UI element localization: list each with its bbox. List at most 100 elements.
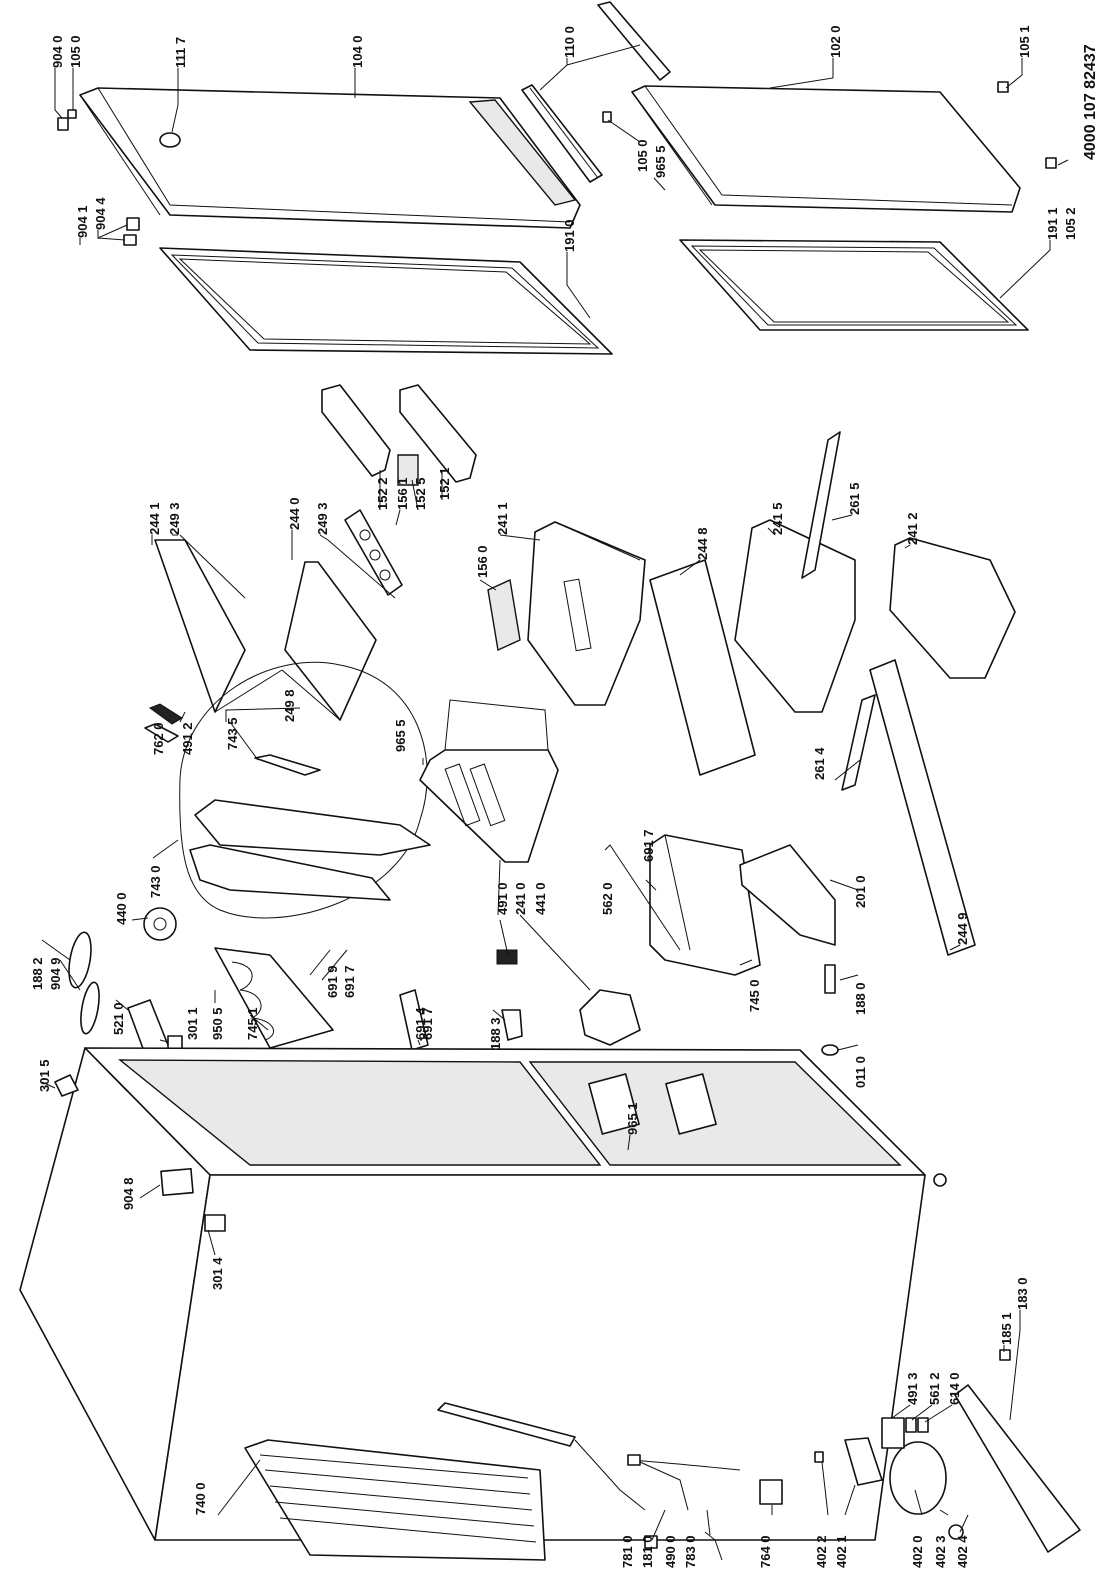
part-label: 105 0 <box>68 35 83 68</box>
drawer-part <box>419 699 559 863</box>
hinge-cover-part-d <box>54 1074 79 1097</box>
part-label: 301 1 <box>185 1007 200 1040</box>
grid-insert-part <box>487 578 521 652</box>
upper-door-part <box>79 87 581 229</box>
part-label: 241 5 <box>770 502 785 535</box>
part-label: 191 1 <box>1045 207 1060 240</box>
part-label: 111 7 <box>173 37 188 68</box>
hinge-cover-part-c <box>123 234 137 246</box>
part-label: 241 2 <box>905 512 920 545</box>
part-label: 965 5 <box>653 145 668 178</box>
small-clip-part <box>814 1451 824 1463</box>
part-label: 249 8 <box>282 689 297 722</box>
hinge-part-b <box>1045 157 1057 169</box>
part-label: 105 2 <box>1063 207 1078 240</box>
drain-tube-part <box>437 1402 576 1447</box>
part-label: 244 0 <box>287 497 302 530</box>
door-balcony-part <box>321 384 391 477</box>
tube-part <box>704 1531 723 1561</box>
part-label: 762 0 <box>151 722 166 755</box>
part-label: 188 2 <box>30 957 45 990</box>
part-label: 743 0 <box>148 865 163 898</box>
part-label: 183 0 <box>1015 1277 1030 1310</box>
part-label: 152 1 <box>437 467 452 500</box>
part-label: 185 1 <box>999 1312 1014 1345</box>
light-cover-part <box>254 754 321 776</box>
compressor-part <box>889 1441 947 1515</box>
part-label: 188 3 <box>488 1017 503 1050</box>
rail-part <box>801 431 841 579</box>
cover-plate-part <box>649 559 756 776</box>
part-label: 110 0 <box>562 26 577 58</box>
part-label: 440 0 <box>114 892 129 925</box>
part-label: 904 8 <box>121 1177 136 1210</box>
shelf-trim-part-b <box>327 539 396 599</box>
starter-part <box>844 1437 883 1486</box>
part-label: 781 0 <box>620 1535 635 1568</box>
fan-hub <box>153 917 167 931</box>
part-label: 152 2 <box>375 477 390 510</box>
part-label: 181 0 <box>640 1535 655 1568</box>
part-label: 191 0 <box>562 219 577 252</box>
part-label: 261 4 <box>812 747 827 780</box>
drawer-part-b <box>527 521 646 706</box>
part-label: 261 5 <box>847 482 862 515</box>
hinge-cover-part <box>57 117 69 131</box>
part-label: 105 0 <box>635 139 650 172</box>
light-cover-part-b <box>80 981 100 1035</box>
part-label: 691 7 <box>420 1007 435 1040</box>
part-label: 491 2 <box>180 722 195 755</box>
part-label: 241 1 <box>495 502 510 535</box>
fan-part-b <box>579 989 641 1046</box>
part-label: 764 0 <box>758 1535 773 1568</box>
part-label: 950 5 <box>210 1007 225 1040</box>
upper-gasket-part <box>159 247 613 355</box>
part-label: 691 4 <box>413 1007 428 1040</box>
part-label: 490 0 <box>663 1535 678 1568</box>
part-label: 614 0 <box>947 1372 962 1405</box>
part-label: 691 7 <box>342 965 357 998</box>
grommet-part-b <box>948 1524 964 1540</box>
part-label: 904 0 <box>50 35 65 68</box>
part-label: 011 0 <box>853 1056 868 1088</box>
drawer-part-c <box>734 519 856 713</box>
part-label: 102 0 <box>828 25 843 58</box>
part-label: 152 5 <box>413 477 428 510</box>
part-label: 301 5 <box>37 1059 52 1092</box>
part-label: 156 0 <box>475 545 490 578</box>
hinge-bush-part <box>67 109 77 119</box>
filter-holder-part <box>144 723 179 743</box>
light-housing-part <box>68 931 92 989</box>
board-part <box>917 1417 929 1433</box>
part-label: 244 1 <box>147 502 162 535</box>
fan-cover-group <box>179 661 431 919</box>
glass-shelf-part <box>154 539 246 713</box>
damper-part <box>501 1009 523 1041</box>
condenser-part <box>244 1439 546 1561</box>
hinge-bracket-part <box>824 964 836 994</box>
part-label: 965 1 <box>625 1102 640 1135</box>
handle-bar-part <box>521 1 671 183</box>
part-label: 745 1 <box>245 1007 260 1040</box>
lower-gasket-part <box>679 239 1029 331</box>
part-label: 201 0 <box>853 875 868 908</box>
part-label: 904 9 <box>48 957 63 990</box>
hinge-cover-part-b <box>126 217 140 231</box>
part-label: 244 8 <box>695 527 710 560</box>
foot-part-b <box>933 1173 947 1187</box>
part-label: 691 7 <box>641 829 656 862</box>
part-label: 244 9 <box>955 912 970 945</box>
part-label: 965 5 <box>393 719 408 752</box>
part-label: 491 0 <box>495 882 510 915</box>
part-label: 562 0 <box>600 882 615 915</box>
part-label: 249 3 <box>167 502 182 535</box>
cover-part <box>905 1417 917 1433</box>
part-label: 441 0 <box>533 882 548 915</box>
part-label: 188 0 <box>853 982 868 1015</box>
part-label: 521 0 <box>111 1002 126 1035</box>
part-label: 745 0 <box>747 979 762 1012</box>
cover-plate-part-b <box>869 659 976 956</box>
plug-part <box>627 1454 641 1466</box>
rail-part-b <box>841 694 876 791</box>
